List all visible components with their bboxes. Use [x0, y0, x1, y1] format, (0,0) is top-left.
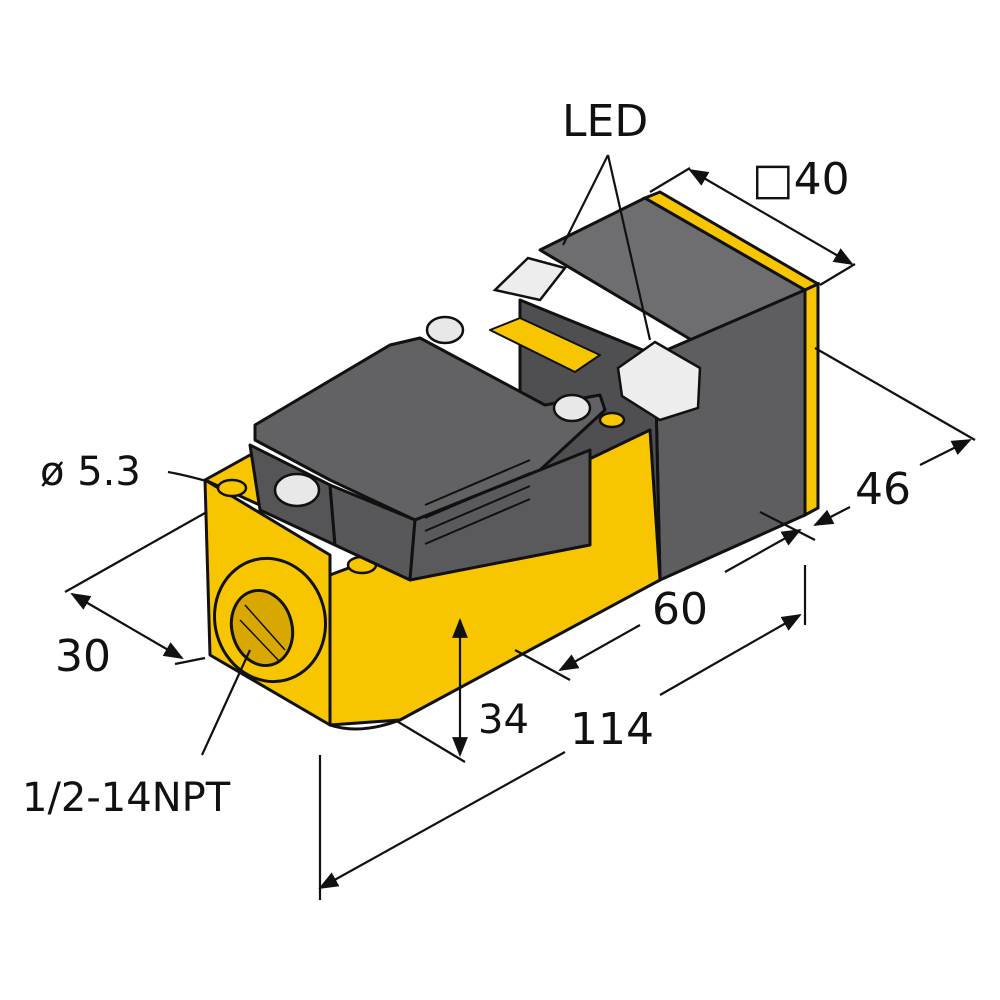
screw-front: [273, 472, 321, 508]
terminal-cover: [248, 317, 607, 582]
label-depth-30: 30: [55, 631, 111, 682]
label-face-size: □40: [752, 154, 850, 205]
screws: [273, 315, 592, 508]
label-length-114: 114: [570, 704, 654, 755]
led-right: [616, 340, 702, 422]
screw-back-right: [552, 393, 592, 423]
conduit-entry: [213, 556, 327, 684]
label-length-60: 60: [652, 584, 708, 635]
dimension-lines: [64, 154, 976, 900]
label-led: LED: [562, 96, 649, 147]
led-indicators: [492, 256, 702, 422]
label-height-46: 46: [855, 464, 911, 515]
label-thread: 1/2-14NPT: [22, 775, 231, 821]
label-height-34: 34: [478, 697, 529, 743]
screw-back-left: [425, 315, 465, 345]
label-hole-diameter: ø 5.3: [40, 449, 141, 495]
led-left: [492, 256, 568, 302]
